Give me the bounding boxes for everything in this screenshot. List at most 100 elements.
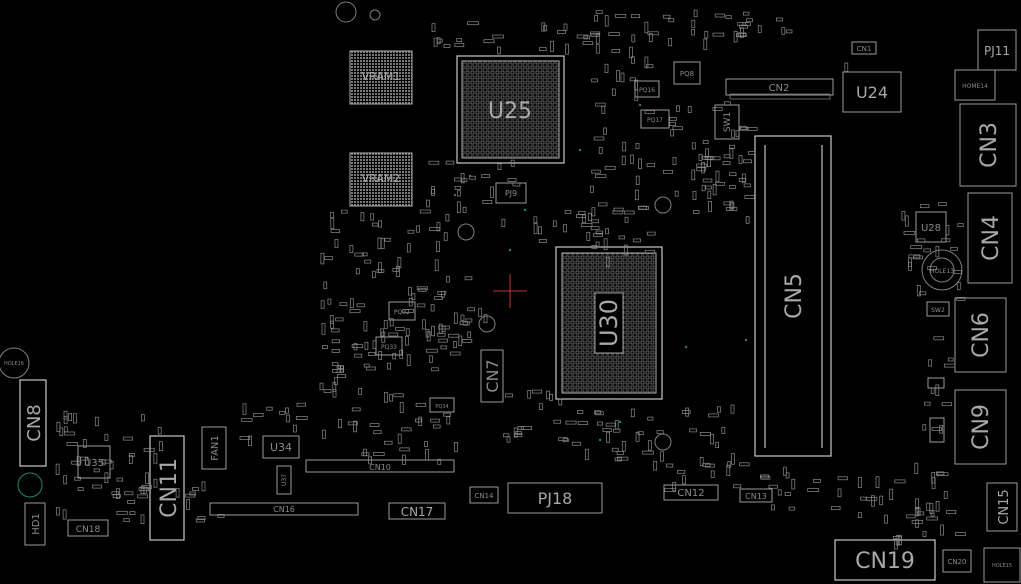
passive-pad <box>454 177 462 182</box>
pj9-part[interactable]: PJ9 <box>495 182 527 204</box>
passive-pad <box>406 243 411 253</box>
pq33-part[interactable]: PQ33 <box>375 336 403 356</box>
cn7-connector[interactable]: CN7 <box>480 349 504 403</box>
passive-pad <box>492 34 504 39</box>
passive-pad <box>405 328 410 337</box>
passive-pad <box>898 535 902 546</box>
passive-pad <box>691 28 695 36</box>
cn8-connector[interactable]: CN8 <box>19 379 47 467</box>
u37-chip[interactable]: U37 <box>276 465 292 495</box>
pj18-jack[interactable]: PJ18 <box>507 482 603 514</box>
passive-pad <box>715 181 725 186</box>
passive-pad <box>938 202 947 207</box>
cpu-u30[interactable]: U30 <box>555 246 663 400</box>
passive-pad <box>723 201 731 206</box>
passive-pad <box>737 22 747 26</box>
pj11-jack[interactable]: PJ11 <box>977 29 1017 71</box>
cn17-connector[interactable]: CN17 <box>388 502 446 520</box>
hd1-component[interactable]: HD1 <box>24 502 46 546</box>
passive-pad <box>875 476 880 488</box>
cn4-connector[interactable]: CN4 <box>967 192 1013 284</box>
passive-pad <box>341 209 348 214</box>
passive-pad <box>936 471 945 476</box>
passive-pad <box>454 442 458 452</box>
passive-pad <box>124 491 134 496</box>
passive-pad <box>935 501 940 512</box>
cn15-connector[interactable]: CN15 <box>986 482 1018 532</box>
passive-pad <box>513 427 518 438</box>
passive-pad <box>338 418 342 429</box>
mounting-hole-14[interactable]: HOME14 <box>954 69 996 101</box>
passive-pad <box>320 300 325 309</box>
cn14-connector[interactable]: CN14 <box>469 486 499 504</box>
passive-pad <box>705 148 709 159</box>
passive-pad <box>710 433 714 445</box>
cn16-connector[interactable]: CN16 <box>209 502 359 516</box>
passive-pad <box>433 37 438 47</box>
passive-pad <box>421 319 426 330</box>
fan1-label: FAN1 <box>210 435 221 461</box>
cn3-connector[interactable]: CN3 <box>959 103 1017 187</box>
sw1-switch[interactable]: SW1 <box>714 104 740 140</box>
passive-pad <box>266 406 273 411</box>
cn19-connector[interactable]: CN19 <box>834 539 936 581</box>
cn6-connector[interactable]: CN6 <box>954 297 1007 373</box>
passive-pad <box>512 182 521 187</box>
passive-pad <box>857 476 862 488</box>
passive-pad <box>389 394 393 402</box>
fan1-connector[interactable]: FAN1 <box>201 426 227 470</box>
passive-pad <box>594 410 602 415</box>
passive-pad <box>351 407 361 412</box>
cn20-connector[interactable]: CN20 <box>942 549 972 573</box>
passive-pad <box>104 472 109 483</box>
pq16-part[interactable]: PQ16 <box>634 80 660 98</box>
passive-pad <box>73 413 77 424</box>
cn10-connector[interactable]: CN10 <box>305 459 455 473</box>
passive-pad <box>669 117 677 121</box>
passive-pad <box>603 238 608 250</box>
passive-pad <box>605 228 609 235</box>
passive-pad <box>467 331 472 338</box>
vram2-chip[interactable]: VRAM2 <box>349 152 413 207</box>
vram1-chip[interactable]: VRAM1 <box>349 50 413 105</box>
passive-pad <box>520 426 533 430</box>
u32-chip[interactable] <box>929 417 945 443</box>
passive-pad <box>360 212 365 222</box>
cn12-connector[interactable]: CN12 <box>663 484 719 501</box>
passive-pad <box>533 216 538 224</box>
mounting-hole-16[interactable]: HOLE16 <box>0 347 30 379</box>
passive-pad <box>349 298 354 309</box>
passive-pad <box>723 154 731 159</box>
passive-pad <box>653 460 658 471</box>
passive-pad <box>946 510 957 514</box>
pq32-part[interactable]: PQ32 <box>388 301 416 321</box>
cn2-connector[interactable]: CN2 <box>725 78 834 100</box>
cn5-sodimm-slot[interactable]: CN5 <box>754 135 832 457</box>
passive-pad <box>593 136 605 141</box>
u24-chip[interactable]: U24 <box>842 71 902 113</box>
passive-pad <box>433 424 441 429</box>
passive-pad <box>894 479 906 484</box>
pq17-part[interactable]: PQ17 <box>640 109 670 129</box>
cn18-connector[interactable]: CN18 <box>67 519 109 537</box>
passive-pad <box>497 163 502 171</box>
passive-pad <box>598 146 603 154</box>
cn9-connector[interactable]: CN9 <box>954 389 1007 465</box>
mounting-hole-15[interactable]: HOLE15 <box>983 547 1021 583</box>
pq8-part[interactable]: PQ8 <box>673 61 701 85</box>
passive-pad <box>956 297 966 301</box>
gpu-u25[interactable]: U25 <box>456 55 565 164</box>
passive-pad <box>595 411 604 416</box>
passive-pad <box>711 156 721 161</box>
passive-pad <box>127 500 135 504</box>
pq34-part[interactable]: PQ34 <box>429 397 455 413</box>
cn1-connector[interactable]: CN1 <box>851 41 877 55</box>
cn13-connector[interactable]: CN13 <box>739 488 773 503</box>
passive-pad <box>457 190 461 197</box>
passive-pad <box>917 511 925 516</box>
passive-pad <box>514 433 523 437</box>
u28-chip[interactable]: U28 <box>915 211 947 243</box>
sw2-switch[interactable]: SW2 <box>926 301 950 317</box>
u34-chip[interactable]: U34 <box>262 435 300 459</box>
cn11-connector[interactable]: CN11 <box>149 435 185 541</box>
